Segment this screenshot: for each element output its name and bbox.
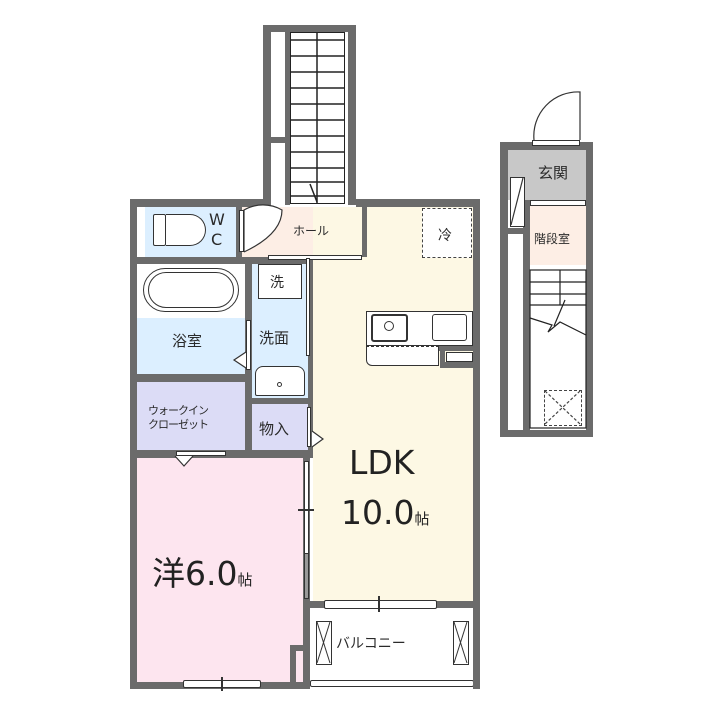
wall — [290, 645, 296, 685]
stairs-lower-lines — [529, 269, 587, 429]
western-prefix: 洋 — [152, 554, 185, 593]
wall-outer-top — [130, 199, 271, 207]
stairs-side-shaft-bottom — [272, 143, 286, 199]
shaft — [509, 234, 523, 430]
ldk-size-unit: 帖 — [414, 510, 430, 528]
wall — [130, 257, 308, 264]
wall — [285, 25, 290, 205]
room-ldk — [313, 207, 473, 602]
hall-sliding-door[interactable] — [268, 255, 362, 260]
closet-door[interactable] — [176, 451, 226, 456]
room-western — [137, 458, 303, 682]
storage-label: 物入 — [259, 420, 290, 438]
storage-door-arrow-icon — [311, 430, 325, 448]
ldk-size: 10.0帖 — [341, 493, 430, 532]
bath-door-arrow-icon — [232, 351, 247, 369]
wall — [500, 430, 593, 437]
wc-label-c: C — [211, 230, 223, 249]
wall — [263, 25, 356, 32]
bathtub-inner — [148, 272, 234, 308]
cross-icon — [316, 621, 331, 664]
wall — [308, 257, 313, 457]
storage-door[interactable] — [307, 407, 311, 447]
wall — [500, 142, 508, 437]
fridge-label: 冷 — [438, 228, 452, 244]
walkin-closet-label-line2: クローゼット — [148, 418, 209, 431]
window-mark — [378, 596, 380, 612]
western-size-value: 6.0 — [185, 554, 238, 593]
washbasin-icon — [255, 366, 305, 396]
entrance-label: 玄関 — [538, 164, 569, 182]
room-storage — [252, 404, 308, 450]
western-size-unit: 帖 — [237, 571, 253, 589]
stove-icon — [432, 314, 467, 341]
entrance-door-swing-icon — [533, 91, 581, 141]
wall — [430, 345, 473, 351]
washroom-sliding-door[interactable] — [306, 258, 310, 356]
wall — [245, 398, 313, 404]
window-mark — [221, 677, 223, 691]
ldk-label: LDK — [349, 443, 415, 482]
wall — [362, 199, 367, 257]
closet-door-arrow-icon — [174, 455, 194, 467]
fridge-space — [422, 208, 472, 258]
wall-outer-left — [130, 199, 137, 689]
stairs-side-shaft-top — [272, 32, 286, 137]
balcony-rail — [310, 680, 474, 687]
wall — [263, 25, 271, 207]
room-balcony — [312, 608, 473, 684]
cross-icon — [453, 621, 468, 664]
ldk-size-value: 10.0 — [341, 493, 415, 532]
kitchen-side-panel — [446, 352, 473, 362]
walkin-closet-label-line1: ウォークイン — [148, 404, 209, 417]
hall-label: ホール — [293, 224, 330, 238]
balcony-drain-left-icon — [316, 621, 332, 665]
balcony-window[interactable] — [324, 600, 437, 609]
toilet-tank-icon — [153, 214, 166, 246]
sink-icon — [371, 314, 408, 342]
wall — [440, 345, 445, 367]
bathtub-icon — [143, 268, 239, 312]
bath-label: 浴室 — [172, 332, 203, 350]
washer-label: 洗 — [270, 275, 284, 291]
wc-door-swing-icon — [243, 204, 283, 253]
western-room-label: 洋6.0帖 — [152, 547, 253, 595]
wall — [473, 601, 480, 687]
cross-icon — [544, 390, 581, 425]
wall — [440, 362, 473, 368]
wall-outer-top — [356, 199, 480, 207]
stair-void-icon — [544, 390, 582, 426]
room-stairwell — [530, 206, 586, 265]
door-handle-mark — [298, 509, 314, 511]
washing-machine-space — [258, 264, 302, 299]
wall — [506, 228, 526, 234]
room-walkin-closet — [137, 382, 247, 450]
entrance-door[interactable] — [532, 140, 580, 146]
entrance-step — [530, 200, 586, 206]
stairwell-label: 階段室 — [534, 232, 571, 246]
kitchen-lower-cabinet — [366, 346, 439, 366]
wall — [523, 200, 530, 432]
bath-door[interactable] — [246, 320, 251, 370]
western-ldk-sliding-door-lower[interactable] — [304, 553, 309, 599]
wall — [130, 374, 250, 382]
wall — [271, 137, 285, 143]
wall-outer-right — [473, 199, 480, 689]
balcony-label: バルコニー — [336, 636, 406, 652]
shoe-cabinet — [510, 177, 525, 227]
toilet-bowl-icon — [166, 214, 206, 246]
wall — [586, 142, 593, 437]
wc-label-w: W — [209, 210, 225, 229]
washroom-label: 洗面 — [259, 329, 290, 347]
wall — [348, 25, 356, 205]
balcony-drain-right-icon — [453, 621, 469, 665]
wall — [500, 142, 593, 150]
wc-wall-white — [137, 207, 145, 257]
diagonal-icon — [510, 177, 524, 226]
washbasin-drain — [277, 382, 282, 387]
sink-drain — [384, 321, 394, 331]
wall — [290, 645, 303, 651]
stairs-upper-lines — [290, 32, 345, 204]
